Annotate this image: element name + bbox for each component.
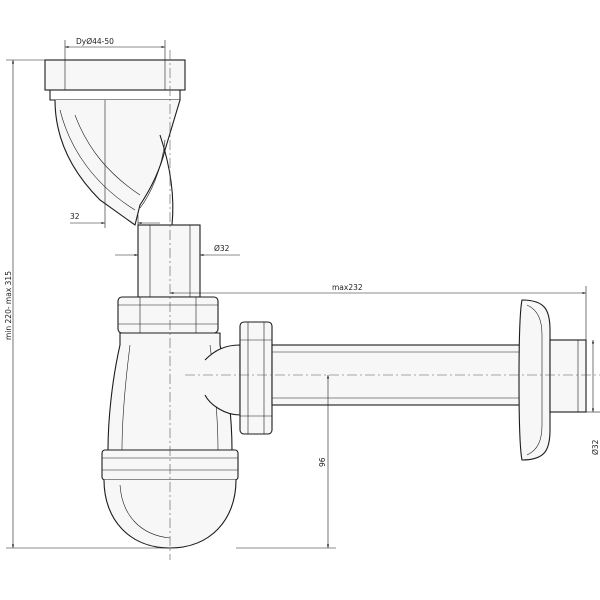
dim-offset: 32 xyxy=(70,100,160,228)
dim-outlet-diameter: Ø32 xyxy=(586,340,600,455)
dim-tube-diameter: Ø32 xyxy=(115,244,240,257)
dim-outlet-height: 96 xyxy=(236,375,336,549)
outlet-height-label: 96 xyxy=(318,457,327,467)
tube-diameter-label: Ø32 xyxy=(214,244,230,253)
max-length-label: max232 xyxy=(332,283,363,292)
dim-total-height: min 220- max 315 xyxy=(4,59,170,549)
total-height-label: min 220- max 315 xyxy=(4,271,13,340)
inlet-diameter-label: DyØ44-50 xyxy=(76,37,114,46)
vertical-tube xyxy=(137,224,201,298)
offset-label: 32 xyxy=(70,212,80,221)
dim-inlet-diameter: DyØ44-50 xyxy=(64,37,166,60)
inlet-body xyxy=(54,99,200,226)
dim-max-length: max232 xyxy=(170,283,587,340)
center-lines xyxy=(169,50,600,560)
inlet-flange xyxy=(44,59,186,101)
union-nut xyxy=(117,296,219,334)
outlet-diameter-label: Ø32 xyxy=(591,439,600,455)
wall-rosette xyxy=(518,299,587,461)
